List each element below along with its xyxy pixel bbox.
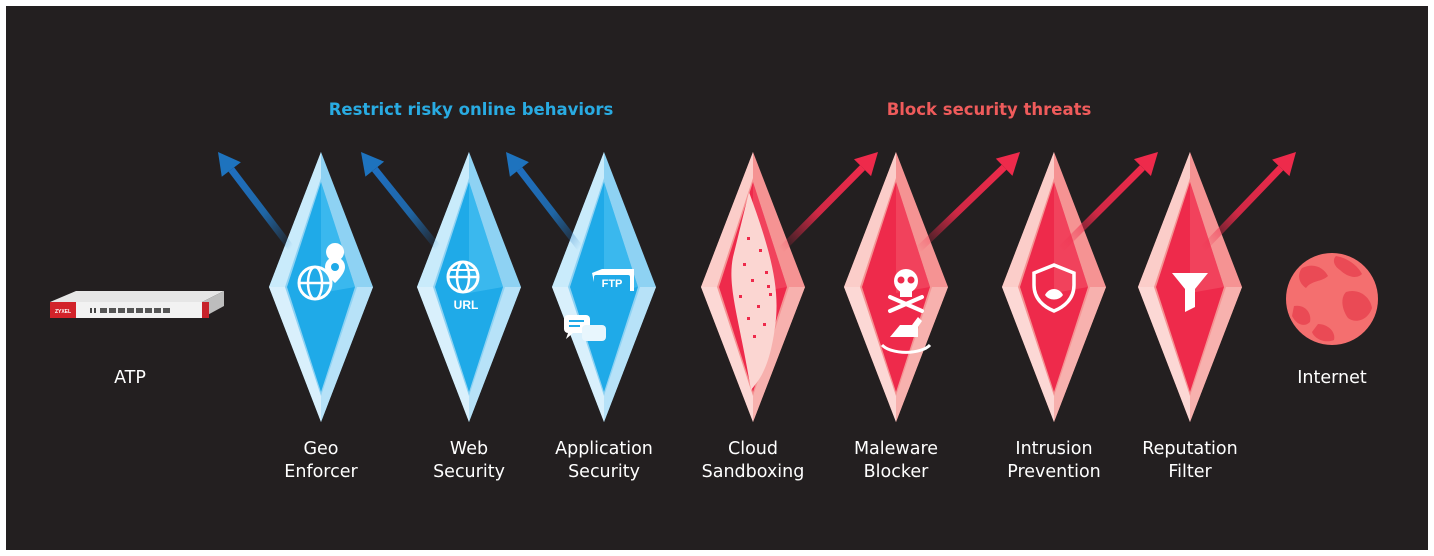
service-label-line1: Cloud bbox=[727, 439, 778, 459]
service-label-geo-enforcer: Geo Enforcer bbox=[284, 438, 357, 484]
service-label-web-security: Web Security bbox=[433, 438, 505, 484]
service-label-line2: Sandboxing bbox=[701, 462, 805, 482]
service-label-maleware-blocker: Maleware Blocker bbox=[854, 438, 938, 484]
service-label-line2: Security bbox=[433, 462, 505, 482]
red-arrow bbox=[1057, 152, 1158, 253]
service-label-line2: Prevention bbox=[1007, 462, 1101, 482]
service-label-line1: Intrusion bbox=[1015, 439, 1093, 459]
ftp-chat-icon: FTP bbox=[564, 269, 634, 341]
service-label-line2: Filter bbox=[1168, 462, 1212, 482]
service-label-line1: Application bbox=[555, 439, 653, 459]
restrict-header: Restrict risky online behaviors bbox=[328, 100, 614, 119]
ftp-badge-text: FTP bbox=[602, 278, 623, 290]
blue-arrow bbox=[361, 152, 441, 251]
service-label-line2: Blocker bbox=[863, 462, 929, 482]
diagram-canvas: ZYXEL URL FTP Restrict risky online behav… bbox=[6, 6, 1428, 550]
red-arrow bbox=[1199, 152, 1296, 253]
blue-arrow bbox=[506, 152, 583, 251]
lens-cloud-sandboxing bbox=[701, 152, 805, 422]
url-badge-text: URL bbox=[454, 298, 479, 312]
skull-crossbones-icon bbox=[880, 269, 932, 354]
service-label-cloud-sandboxing: Cloud Sandboxing bbox=[702, 438, 805, 484]
lens-geo-enforcer bbox=[269, 152, 373, 422]
red-arrow bbox=[915, 152, 1020, 253]
service-label-application-security: Application Security bbox=[555, 438, 653, 484]
service-label-line1: Web bbox=[449, 439, 489, 459]
internet-globe-icon bbox=[1286, 253, 1378, 345]
service-label-line1: Reputation bbox=[1142, 439, 1238, 459]
shield-icon bbox=[1032, 263, 1076, 313]
atp-device-icon: ZYXEL bbox=[50, 291, 224, 318]
service-label-intrusion-prevention: Intrusion Prevention bbox=[1007, 438, 1101, 484]
sandbox-particles-icon bbox=[731, 192, 777, 390]
diagram-svg: ZYXEL URL FTP bbox=[50, 152, 1378, 422]
service-label-line2: Security bbox=[568, 462, 640, 482]
url-globe-icon: URL bbox=[446, 260, 480, 312]
internet-label: Internet bbox=[1297, 368, 1367, 388]
lens-application-security: FTP bbox=[552, 152, 656, 422]
blue-arrow bbox=[218, 152, 294, 251]
lens-web-security: URL bbox=[417, 152, 521, 422]
service-label-line1: Geo bbox=[303, 439, 339, 459]
funnel-icon bbox=[1172, 273, 1208, 312]
block-header: Block security threats bbox=[886, 100, 1092, 119]
service-label-line2: Enforcer bbox=[284, 462, 358, 482]
lens-intrusion-prevention bbox=[1002, 152, 1106, 422]
atp-label: ATP bbox=[114, 368, 146, 388]
globe-pin-icon bbox=[297, 243, 345, 301]
service-label-line1: Maleware bbox=[853, 439, 939, 459]
device-brand-text: ZYXEL bbox=[55, 309, 71, 315]
red-arrow bbox=[778, 152, 878, 253]
lens-reputation-filter bbox=[1138, 152, 1242, 422]
lens-maleware-blocker bbox=[844, 152, 948, 422]
service-label-reputation-filter: Reputation Filter bbox=[1142, 438, 1237, 484]
